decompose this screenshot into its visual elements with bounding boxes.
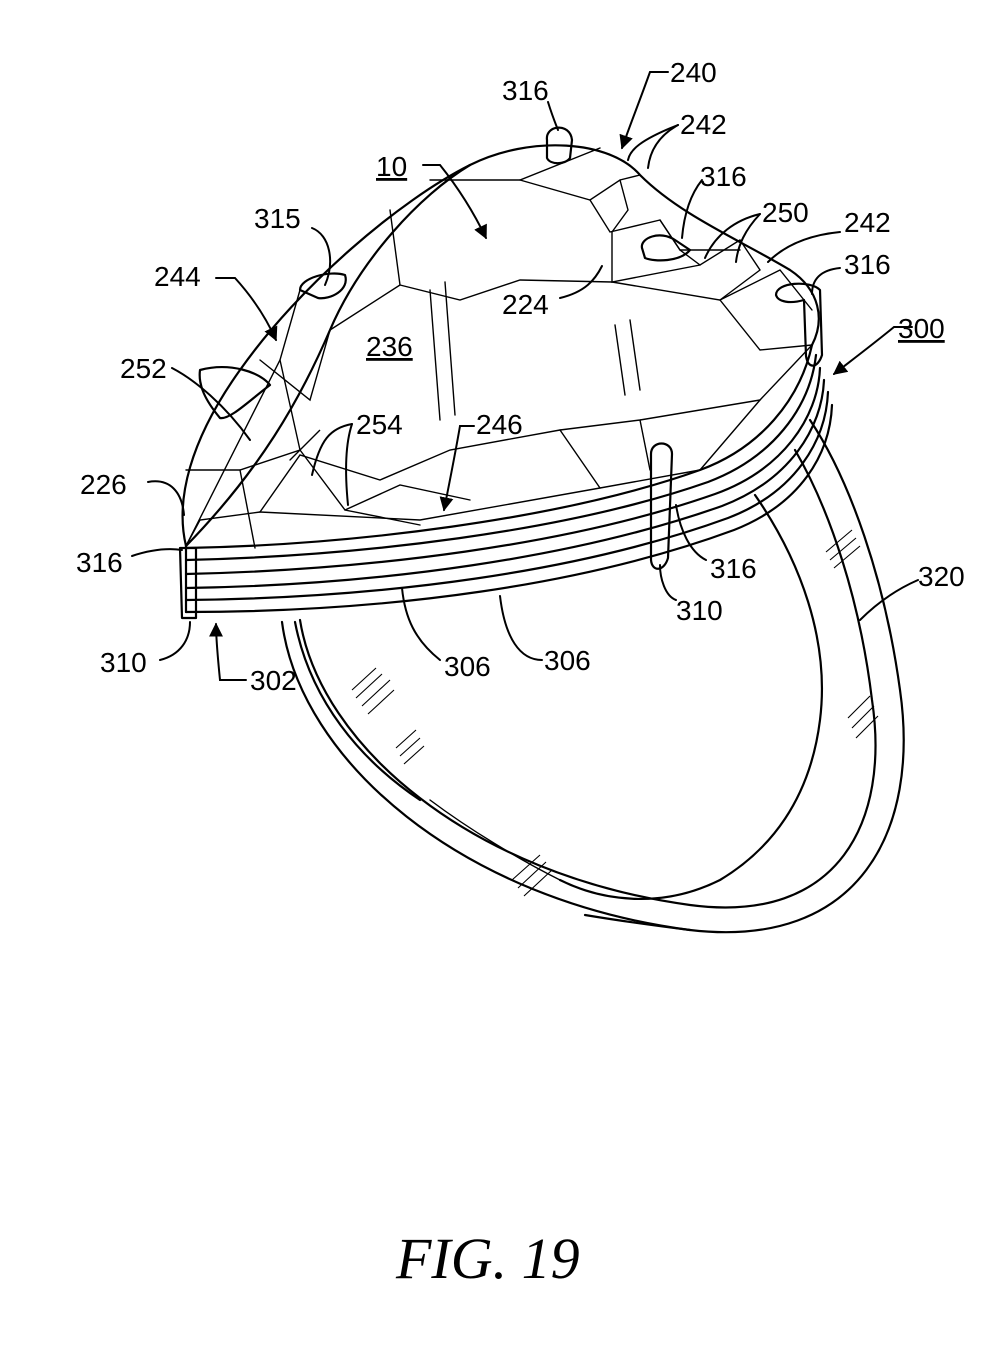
label-10: 10 [376, 151, 407, 182]
label-246: 246 [476, 409, 523, 440]
prongs [178, 126, 824, 620]
label-306-left: 306 [444, 651, 491, 682]
label-252: 252 [120, 353, 167, 384]
figure-caption: FIG. 19 [395, 1226, 580, 1291]
label-316-top: 316 [502, 75, 549, 106]
ring-shank [280, 418, 905, 934]
setting-band [184, 343, 834, 614]
label-316-upper-right: 316 [700, 161, 747, 192]
label-226: 226 [80, 469, 127, 500]
label-310-left: 310 [100, 647, 147, 678]
label-236: 236 [366, 331, 413, 362]
leader-lines [131, 71, 919, 681]
shank-shading [351, 529, 879, 897]
gemstone [181, 144, 820, 549]
label-242-top: 242 [680, 109, 727, 140]
label-306-right: 306 [544, 645, 591, 676]
label-316-front: 316 [710, 553, 757, 584]
label-240: 240 [670, 57, 717, 88]
label-320: 320 [918, 561, 965, 592]
label-254: 254 [356, 409, 403, 440]
label-250: 250 [762, 197, 809, 228]
label-316-left: 316 [76, 547, 123, 578]
reference-labels: 240 316 242 10 316 250 242 315 316 244 2… [76, 57, 965, 696]
label-310-front: 310 [676, 595, 723, 626]
label-300: 300 [898, 313, 945, 344]
label-302: 302 [250, 665, 297, 696]
label-242-right: 242 [844, 207, 891, 238]
label-316-far-right: 316 [844, 249, 891, 280]
label-244: 244 [154, 261, 201, 292]
label-224: 224 [502, 289, 549, 320]
label-315: 315 [254, 203, 301, 234]
